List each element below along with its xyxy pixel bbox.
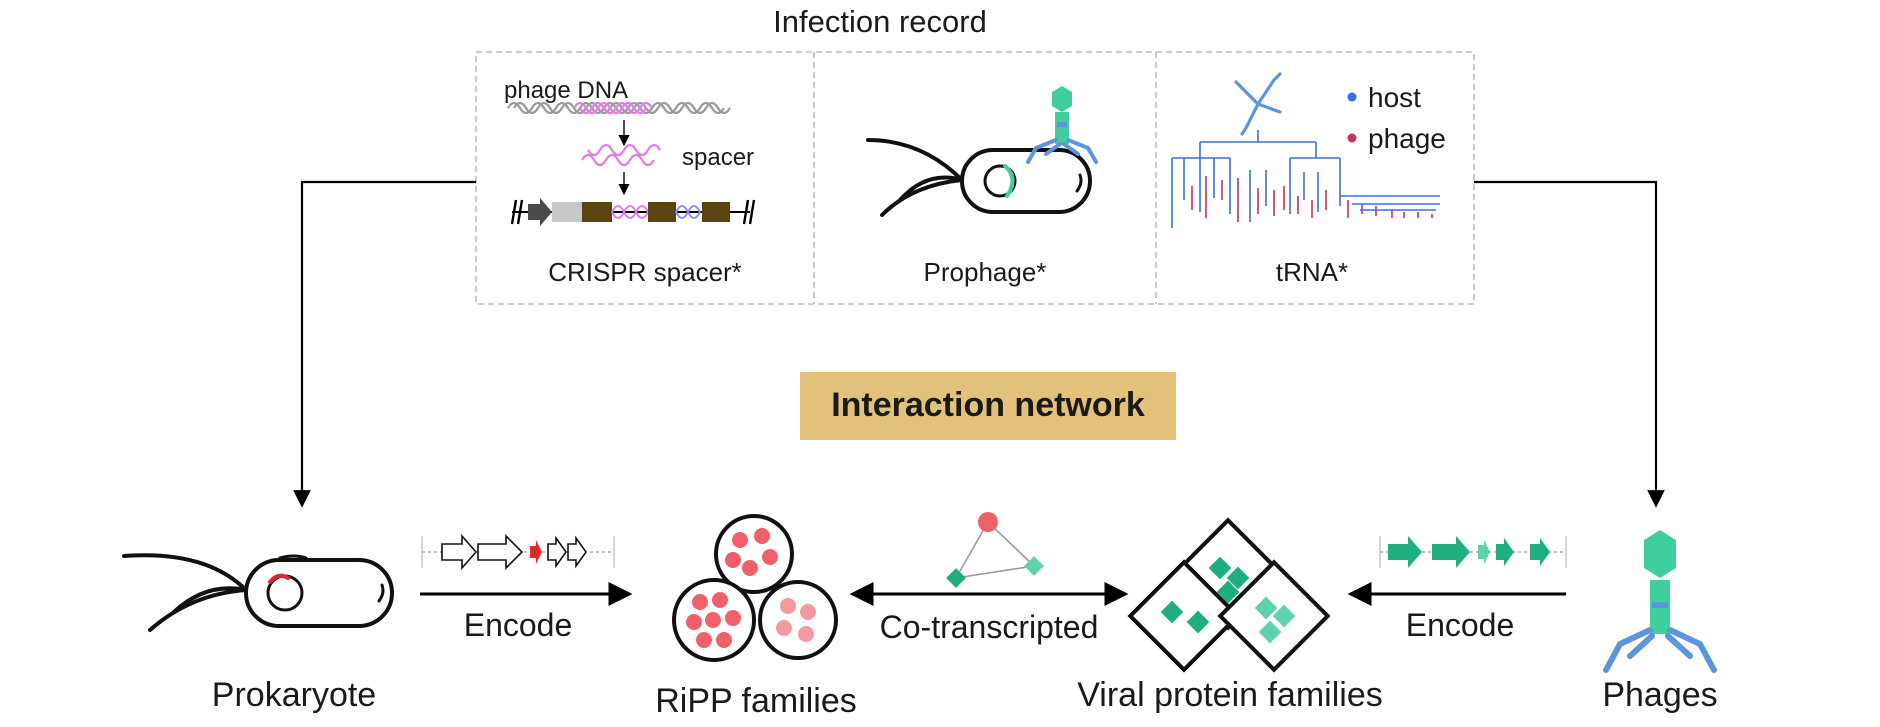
connector-left (293, 180, 476, 508)
crispr-spacer-caption: CRISPR spacer* (548, 257, 742, 287)
trna-phylogeny-icon (1171, 130, 1440, 228)
spacer-label: spacer (682, 144, 754, 171)
ripp-families-icon (672, 514, 838, 662)
phages-label: Phages (1602, 676, 1717, 714)
legend-host: host (1368, 82, 1421, 113)
viral-protein-families-icon (1127, 517, 1331, 673)
encode-right-label: Encode (1406, 607, 1515, 643)
infection-record-box (475, 51, 1475, 305)
prophage-phage-icon (1026, 86, 1098, 164)
prokaryote-icon (122, 553, 394, 632)
crispr-spacer-panel: phage DNA spacer CRISPR (504, 77, 756, 287)
ripp-families-label: RiPP families (655, 682, 857, 720)
network-motif-icon (946, 512, 1044, 588)
spacer-helix-icon (581, 143, 661, 167)
gene-cluster-right-icon (1379, 536, 1567, 568)
prophage-caption: Prophage* (924, 257, 1047, 287)
interaction-network-label: Interaction network (831, 386, 1145, 424)
trna-caption: tRNA* (1276, 257, 1348, 287)
phage-dna-label: phage DNA (504, 77, 628, 104)
phage-dna-helix-icon (507, 101, 731, 115)
connector-right (1474, 180, 1665, 508)
infection-record-title: Infection record (773, 4, 987, 39)
prokaryote-label: Prokaryote (212, 676, 376, 714)
phage-icon (1603, 530, 1717, 673)
cotranscripted-label: Co-transcripted (880, 609, 1099, 645)
crispr-array-icon (510, 198, 756, 226)
prophage-bacterium-icon (866, 138, 1092, 217)
trna-structure-icon (1234, 72, 1282, 136)
legend-phage: phage (1368, 123, 1446, 154)
encode-left-label: Encode (464, 607, 573, 643)
prophage-panel: Prophage* (866, 86, 1098, 287)
gene-cluster-left-icon (421, 533, 615, 571)
viral-protein-families-label: Viral protein families (1077, 676, 1383, 714)
trna-panel: host phage tRNA* (1171, 72, 1446, 287)
interaction-network-highlight (800, 372, 1176, 440)
